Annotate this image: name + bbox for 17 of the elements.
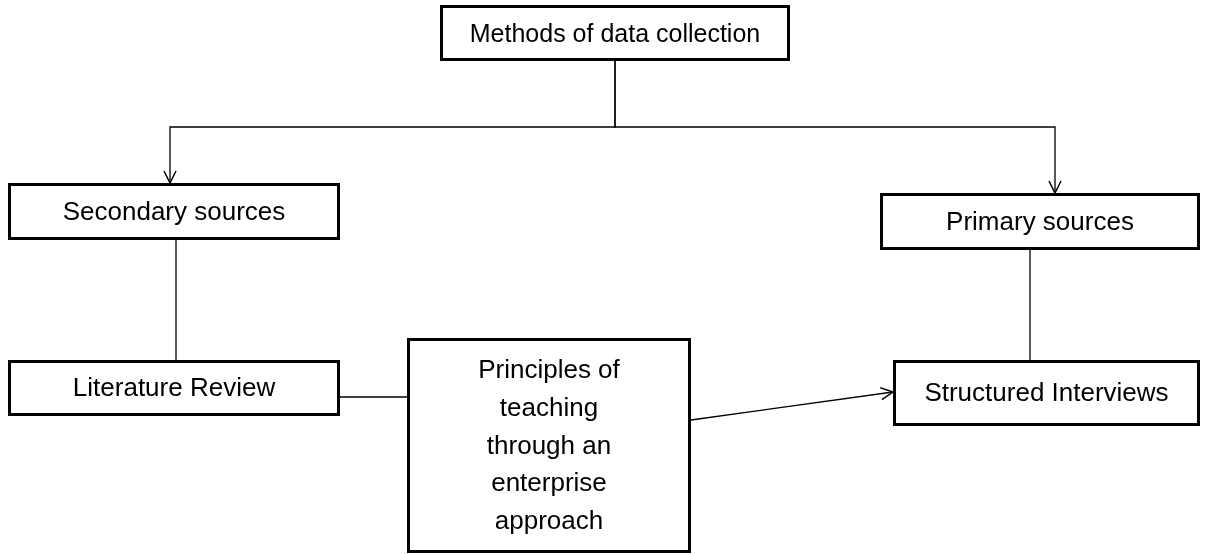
process-box xyxy=(880,193,1200,250)
connector-line xyxy=(1029,249,1031,361)
arrow xyxy=(614,60,1062,194)
process-box xyxy=(8,183,340,240)
box-label: Secondary sources xyxy=(62,194,286,228)
box-label: Structured Interviews xyxy=(924,376,1169,410)
arrow xyxy=(690,386,894,421)
process-box xyxy=(893,360,1200,426)
box-label: Principles of teaching through an enterprise approach xyxy=(477,353,621,538)
box-label: Methods of data collection xyxy=(469,17,761,49)
connector-line xyxy=(339,396,408,398)
box-label: Primary sources xyxy=(946,204,1134,238)
connector-line xyxy=(175,239,177,361)
box-label: Literature Review xyxy=(72,371,276,405)
process-box xyxy=(8,360,340,416)
process-box xyxy=(440,5,790,61)
process-box xyxy=(407,338,691,553)
